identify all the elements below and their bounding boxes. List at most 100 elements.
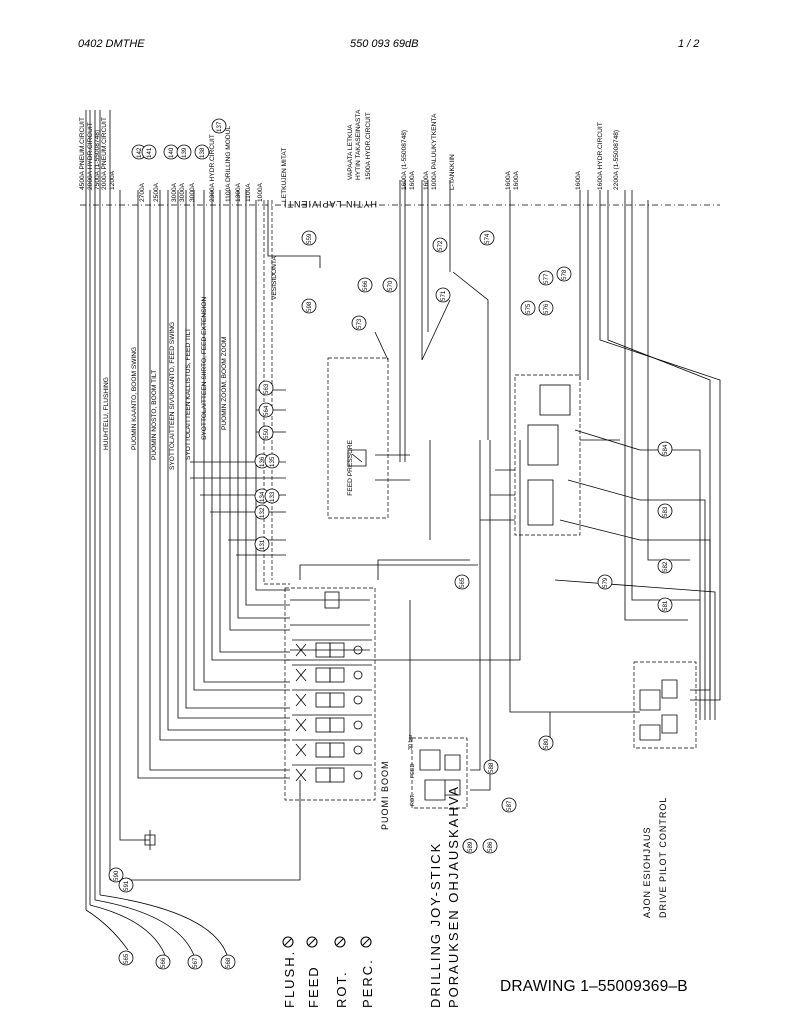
top-label: 1600A HYDR.CIRCUIT xyxy=(597,122,604,190)
top-label: 1600A xyxy=(575,170,582,190)
bubble-label: 598 xyxy=(306,301,313,312)
top-label: 3000A xyxy=(179,182,186,202)
bubble-label: 579 xyxy=(602,577,609,588)
callout-bubble: 139 xyxy=(176,144,192,160)
valve-section xyxy=(292,664,372,683)
top-label: 1500A HYDR.CIRCUIT xyxy=(365,112,372,180)
top-label: 1000A PALUUKYTKENTA xyxy=(431,113,438,190)
valve-section xyxy=(292,714,372,733)
callout-bubble: 576 xyxy=(538,300,554,316)
callout-bubble: 577 xyxy=(538,270,554,286)
bubble-label: 136 xyxy=(259,456,266,467)
joy-feed-label: FEED xyxy=(410,764,416,778)
callout-bubble: 135 xyxy=(264,453,280,469)
bubble-label: 563 xyxy=(263,383,270,394)
callout-bubble: 589 xyxy=(462,838,478,854)
joystick-title: DRILLING JOY-STICK xyxy=(428,842,443,1008)
function-label: SYOTTOLAITTEEN KALLISTUS, FEED TILT xyxy=(185,328,192,460)
gauge-hoses xyxy=(85,780,301,959)
bubble-label: 137 xyxy=(216,121,223,132)
bubble-label: 559 xyxy=(306,233,313,244)
callout-bubble: 138 xyxy=(194,144,210,160)
gauge-feed: FEED xyxy=(306,936,321,1008)
function-label: PUOMIN ZOOM, BOOM ZOOM xyxy=(221,337,228,430)
callout-bubble: 131 xyxy=(254,536,270,552)
top-label: 1000A xyxy=(257,182,264,202)
joystick-box: FEED ROT. 30 bar xyxy=(408,735,468,809)
bubble-label: 568 xyxy=(225,957,232,968)
function-label: SYOTTOLAITTEEN SIIRTO, FEED EXTENSION xyxy=(201,297,208,440)
feed-pressure-label: FEED PRESSURE xyxy=(347,439,354,495)
valve-section xyxy=(292,689,372,708)
top-label: 1600A xyxy=(513,170,520,190)
top-label: 3000A xyxy=(189,182,196,202)
bubble-label: 565 xyxy=(123,953,130,964)
feed-pressure-box: FEED PRESSURE xyxy=(327,331,410,519)
top-label: VAPAATA LETKUA xyxy=(347,124,354,180)
callout-bubble: 565 xyxy=(118,950,134,966)
bubble-label: 589 xyxy=(467,841,474,852)
gauge-label: ROT. xyxy=(334,970,349,1008)
function-label: SYOTTOLAITTEEN SIVUKAANTO, FEED SWING xyxy=(169,322,176,470)
top-label: 7500A (1-55008748) xyxy=(94,130,101,190)
left-hose-bundle xyxy=(85,110,290,910)
bubble-label: 134 xyxy=(259,491,266,502)
function-label: HUUHTELU, FLUSHING xyxy=(103,377,110,450)
top-label: 1300A xyxy=(235,182,242,202)
drawing-number: DRAWING 1–55009369–B xyxy=(500,978,688,995)
top-label: 1600A xyxy=(409,170,416,190)
callout-bubble: 581 xyxy=(657,597,673,613)
bubble-label: 570 xyxy=(387,280,394,291)
right-valve-block xyxy=(480,374,620,536)
callout-bubble: 137 xyxy=(211,118,227,134)
bubble-label: 141 xyxy=(146,147,153,158)
puomi-boom-label: PUOMI BOOM xyxy=(380,760,390,830)
top-label: HYTIN TAKASEINASTA xyxy=(355,109,362,180)
bubble-label: 140 xyxy=(168,147,175,158)
callout-bubble: 565 xyxy=(454,574,470,590)
top-label: 2000A PNEUM.CIRCUIT xyxy=(101,117,108,190)
bubble-label: 591 xyxy=(123,880,130,891)
function-label: VESISIDONTA xyxy=(271,256,278,300)
bubble-label: 142 xyxy=(136,147,143,158)
drive-title-fi: AJON ESIOHJAUS xyxy=(642,826,652,918)
bubble-label: 578 xyxy=(561,269,568,280)
bubble-label: 135 xyxy=(269,456,276,467)
bubble-label: 564 xyxy=(263,405,270,416)
bubble-label: 566 xyxy=(362,280,369,291)
function-label: PUOMIN NOSTO, BOOM TILT xyxy=(151,370,158,460)
small-sensor xyxy=(144,830,156,850)
callout-bubble: 559 xyxy=(301,230,317,246)
valve-section xyxy=(292,764,372,783)
header-right: 1 / 2 xyxy=(678,38,700,50)
bubble-label: 587 xyxy=(506,800,513,811)
callout-bubble: 580 xyxy=(538,735,554,751)
callout-bubble: 566 xyxy=(155,954,171,970)
callout-bubble: 591 xyxy=(118,877,134,893)
bubble-label: 571 xyxy=(440,290,447,301)
gauges: FLUSH. FEED ROT. PERC. xyxy=(282,936,375,1008)
callout-bubble: 570 xyxy=(382,277,398,293)
gauge-perc: PERC. xyxy=(360,936,375,1008)
callout-bubble: 572 xyxy=(432,237,448,253)
joy-rot-label: ROT. xyxy=(410,794,416,806)
cabin-wall-label: HYTIN LAPIVIENTI xyxy=(283,199,377,209)
callout-bubble: 574 xyxy=(479,230,495,246)
callout-bubble: 141 xyxy=(141,144,157,160)
top-label: 2300A HYDR.CIRCUIT xyxy=(209,134,216,202)
top-label: 3000A xyxy=(171,182,178,202)
gauge-flush: FLUSH. xyxy=(282,936,297,1008)
callout-bubble: 564 xyxy=(258,402,274,418)
connector-lines xyxy=(190,200,321,556)
top-label: 4500A PNEUM.CIRCUIT xyxy=(79,117,86,190)
gauge-label: FEED xyxy=(306,965,321,1008)
top-label: L-TANKKIIN xyxy=(449,154,456,190)
bubble-label: 574 xyxy=(484,233,491,244)
callout-bubble: 563 xyxy=(258,380,274,396)
callout-bubble: 132 xyxy=(254,504,270,520)
top-label: 1100A xyxy=(245,183,252,202)
top-label: 2200A (1-55008748) xyxy=(613,130,620,190)
callout-bubble: 586 xyxy=(482,838,498,854)
